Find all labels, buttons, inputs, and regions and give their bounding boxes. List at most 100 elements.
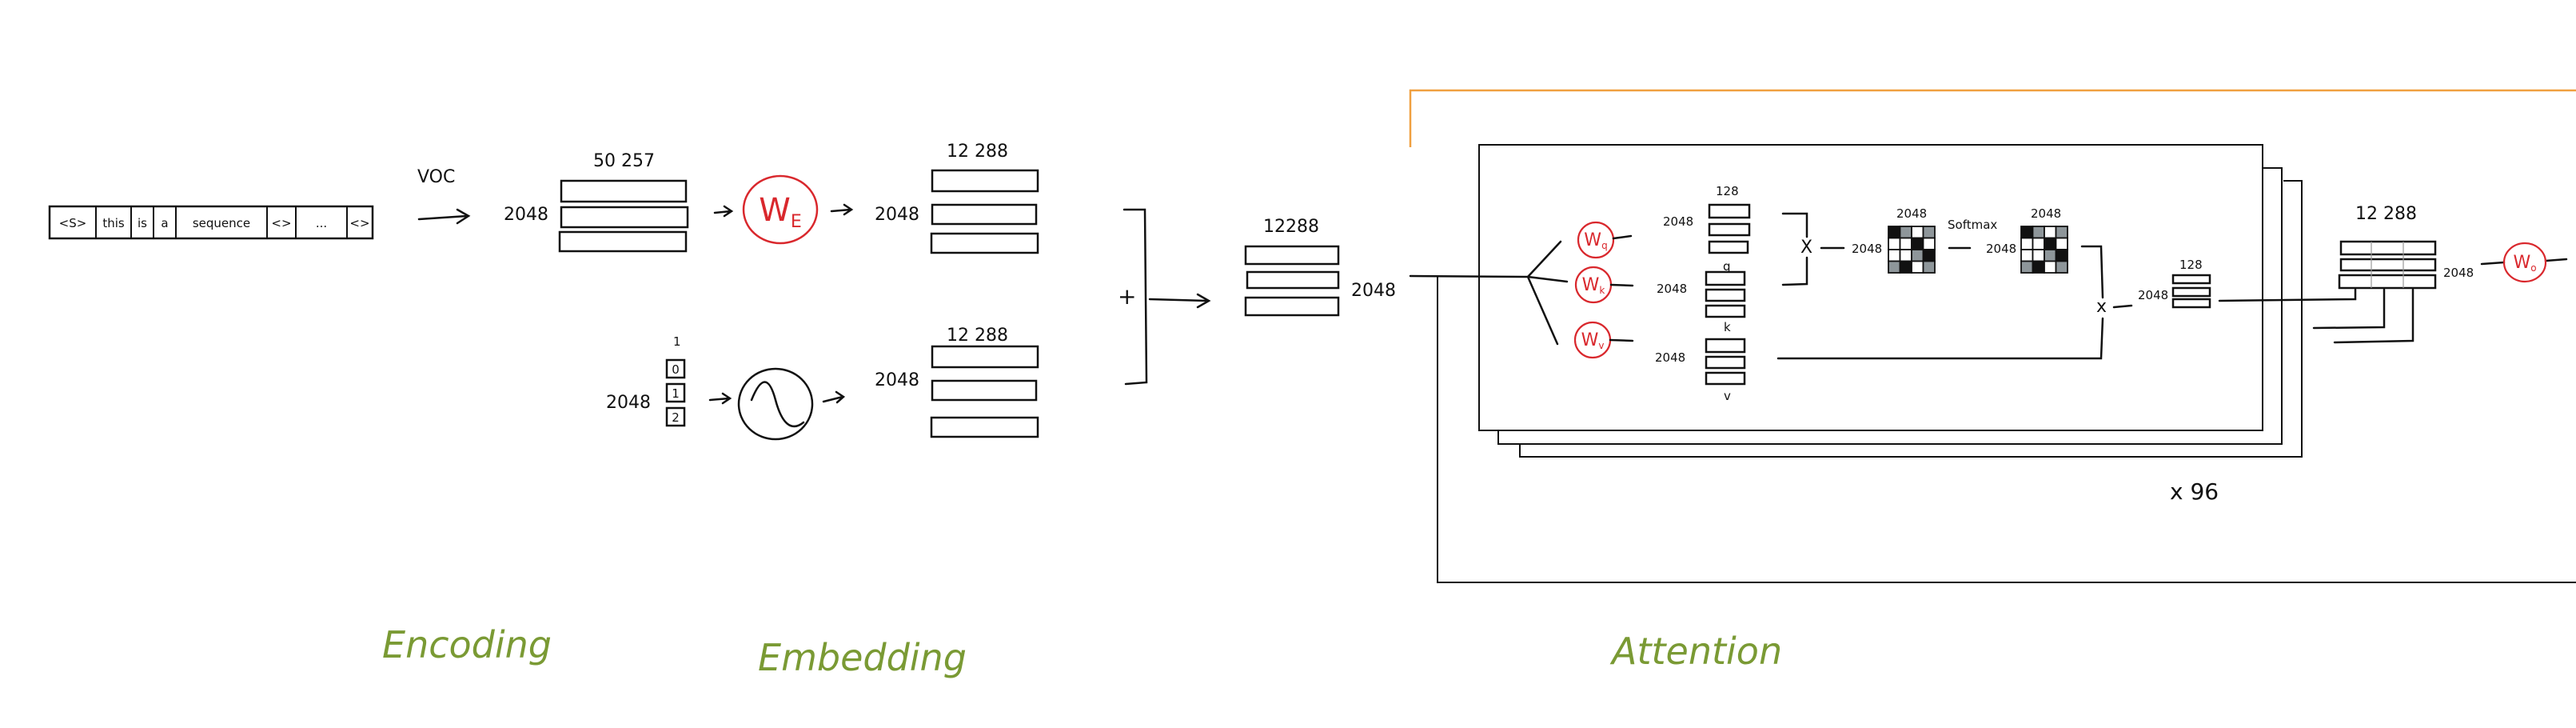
matrix-cell bbox=[2020, 249, 2034, 262]
query-weight: Wq bbox=[1577, 221, 1615, 259]
positional-embedding-matrix bbox=[930, 345, 1039, 438]
sum-bracket bbox=[1123, 208, 1148, 386]
output-weight: Wo bbox=[2502, 242, 2547, 283]
wo-subscript: o bbox=[2530, 262, 2536, 274]
wv-subscript: v bbox=[1598, 340, 1604, 351]
k-rows-label: 2048 bbox=[1657, 282, 1687, 296]
key-matrix bbox=[1705, 270, 1746, 318]
concat-lines bbox=[2218, 288, 2415, 344]
section-label-attention: Attention bbox=[1609, 630, 1782, 673]
concat-cols-label: 12 288 bbox=[2355, 204, 2417, 224]
onehot-cols-label: 50 257 bbox=[593, 151, 655, 171]
matrix-cell bbox=[1911, 249, 1924, 262]
wq-subscript: q bbox=[1601, 240, 1608, 251]
token-cell: <> bbox=[349, 216, 369, 230]
wk-subscript: k bbox=[1599, 285, 1605, 296]
matrix-cell bbox=[1899, 249, 1912, 262]
token-emb-cols-label: 12 288 bbox=[947, 142, 1008, 162]
softmax-label: Softmax bbox=[1948, 218, 1997, 232]
token-cell: is bbox=[138, 216, 147, 230]
matrix-cell bbox=[1922, 237, 1936, 250]
token-cell: ... bbox=[316, 216, 327, 230]
token-cell: this bbox=[102, 216, 125, 230]
matrix-cell bbox=[1922, 260, 1936, 274]
matrix-cell bbox=[2032, 237, 2045, 250]
svg-text:Wq: Wq bbox=[1584, 230, 1607, 251]
matrix-cell bbox=[1922, 226, 1936, 239]
position-index: 2 bbox=[672, 410, 680, 425]
matrix-cell bbox=[1911, 226, 1924, 239]
token-emb-rows-label: 2048 bbox=[875, 205, 919, 225]
onehot-rows-label: 2048 bbox=[504, 205, 548, 225]
token-weight-subscript: E bbox=[791, 212, 802, 232]
matrix-cell bbox=[2044, 260, 2057, 274]
wq-symbol: W bbox=[1584, 230, 1601, 250]
onehot-matrix bbox=[558, 179, 689, 253]
matrix-cell bbox=[2044, 249, 2057, 262]
position-index: 0 bbox=[672, 362, 680, 377]
pv-multiply: x bbox=[2096, 297, 2107, 317]
input-embedding-matrix bbox=[1244, 245, 1340, 317]
token-embedding-weight: WE bbox=[742, 174, 819, 245]
section-label-embedding: Embedding bbox=[758, 636, 967, 679]
v-rows-label: 2048 bbox=[1655, 350, 1685, 365]
matrix-cell bbox=[1888, 226, 1901, 239]
v-label: v bbox=[1724, 389, 1731, 403]
svg-text:Wo: Wo bbox=[2513, 253, 2536, 274]
token-cell: a bbox=[161, 216, 168, 230]
q-cols-label: 128 bbox=[1716, 184, 1739, 198]
position-index-box bbox=[665, 382, 686, 403]
position-index-box bbox=[665, 358, 686, 379]
token-cell: <S> bbox=[59, 216, 87, 230]
matrix-cell bbox=[2044, 237, 2057, 250]
key-weight: Wk bbox=[1574, 266, 1613, 304]
head-output-matrix bbox=[2171, 274, 2211, 309]
wk-symbol: W bbox=[1582, 275, 1600, 295]
matrix-cell bbox=[2044, 226, 2057, 239]
attention-probs-matrix bbox=[2020, 226, 2068, 274]
arrow-icon bbox=[1148, 293, 1211, 309]
svg-text:Wk: Wk bbox=[1582, 275, 1605, 296]
token-cell: sequence bbox=[193, 216, 250, 230]
token-weight-symbol: W bbox=[759, 192, 791, 229]
wv-symbol: W bbox=[1581, 330, 1599, 350]
svg-text:Wv: Wv bbox=[1581, 330, 1605, 351]
value-weight: Wv bbox=[1573, 321, 1612, 359]
q-rows-label: 2048 bbox=[1663, 214, 1693, 229]
wo-symbol: W bbox=[2513, 253, 2530, 273]
probs-cols-label: 2048 bbox=[2031, 206, 2061, 221]
matrix-cell bbox=[1888, 237, 1901, 250]
matrix-cell bbox=[1899, 260, 1912, 274]
concat-matrix bbox=[2338, 240, 2437, 290]
section-label-encoding: Encoding bbox=[382, 623, 552, 666]
matrix-cell bbox=[1899, 237, 1912, 250]
matrix-cell bbox=[2032, 260, 2045, 274]
arrow-icon bbox=[830, 203, 854, 216]
matrix-cell bbox=[2032, 249, 2045, 262]
arrow-icon bbox=[417, 208, 471, 225]
position-index-label: 1 bbox=[673, 334, 681, 349]
concat-rows-label: 2048 bbox=[2443, 266, 2474, 280]
arrow-icon bbox=[822, 390, 846, 404]
matrix-cell bbox=[2055, 226, 2068, 239]
query-matrix bbox=[1708, 203, 1751, 254]
matrix-cell bbox=[2020, 260, 2034, 274]
arrow-icon bbox=[708, 392, 732, 405]
matrix-cell bbox=[1922, 249, 1936, 262]
matrix-cell bbox=[2055, 260, 2068, 274]
head-out-rows-label: 2048 bbox=[2138, 288, 2168, 302]
matrix-cell bbox=[1911, 260, 1924, 274]
head-count-label: x 96 bbox=[2170, 478, 2219, 505]
sum-cols-label: 12288 bbox=[1263, 217, 1319, 237]
token-cell: <> bbox=[271, 216, 291, 230]
probs-rows-label: 2048 bbox=[1986, 242, 2016, 256]
position-index-box bbox=[665, 406, 686, 427]
voc-label: VOC bbox=[417, 167, 455, 187]
svg-text:WE: WE bbox=[759, 192, 801, 232]
input-line bbox=[1409, 240, 1569, 346]
attention-scores-matrix bbox=[1888, 226, 1936, 274]
matrix-cell bbox=[1888, 260, 1901, 274]
matrix-cell bbox=[2020, 226, 2034, 239]
attention-head-stack bbox=[1478, 144, 2303, 458]
